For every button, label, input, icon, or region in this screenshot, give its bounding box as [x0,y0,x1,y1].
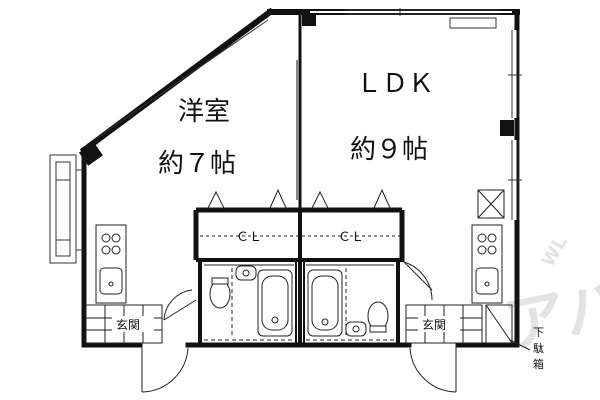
bathroom-left [204,264,294,341]
shoe-box-label-3: 箱 [533,357,544,371]
balcony [49,154,84,264]
doors [141,261,457,393]
entrance-left-label-bg [112,316,154,332]
shoe-box-leader [509,339,531,351]
entrance-right-label-bg [418,316,460,332]
windows [93,8,522,220]
western-room-size: 約７帖 [158,149,236,179]
shoe-box-label-1: 下 [533,326,544,339]
entrance-right-label: 玄関 [422,317,446,332]
watermark-sub: WL [538,233,572,271]
kitchen-left [95,224,127,304]
kitchen-right [471,189,505,304]
closets [200,188,400,237]
interior-walls [193,14,405,345]
corner-posts [79,12,514,166]
entrance-left-label: 玄関 [116,317,140,332]
western-room-name: 洋室 [178,97,230,127]
ldk-size: 約９帖 [350,135,428,165]
closet-right-label: ＣＬ [338,230,364,245]
ldk-name: ＬＤＫ [356,69,434,99]
bathroom-right [306,264,394,341]
shoe-box-label-2: 駄 [533,341,544,355]
closet-left-label: ＣＬ [236,230,262,245]
